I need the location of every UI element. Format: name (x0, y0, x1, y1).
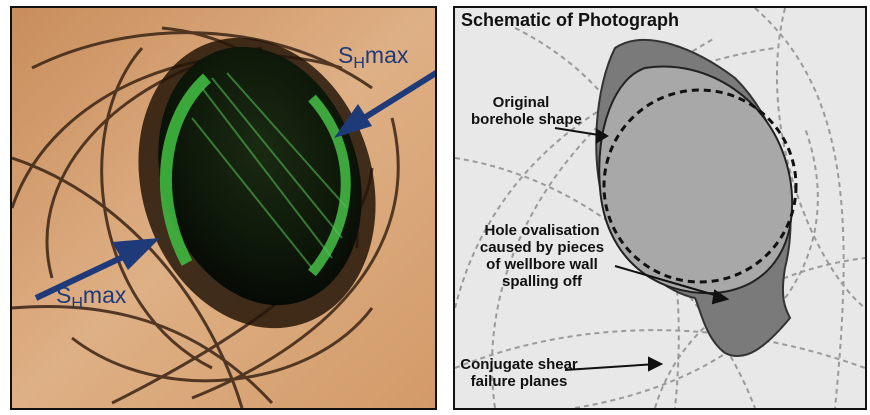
schematic-title: Schematic of Photograph (461, 12, 679, 29)
bore-light-area (599, 66, 792, 293)
schematic-drawing (455, 8, 865, 408)
label-original-borehole: Original borehole shape (471, 94, 571, 128)
shmax-label-top: SHmax (338, 42, 408, 73)
schematic-panel: Schematic of Photograph Original borehol… (453, 6, 867, 410)
shmax-label-bottom: SHmax (56, 282, 126, 313)
label-hole-ovalisation: Hole ovalisation caused by pieces of wel… (477, 222, 607, 290)
borehole-photograph: SHmax SHmax (10, 6, 437, 410)
label-conjugate-shear: Conjugate shear failure planes (457, 356, 581, 390)
